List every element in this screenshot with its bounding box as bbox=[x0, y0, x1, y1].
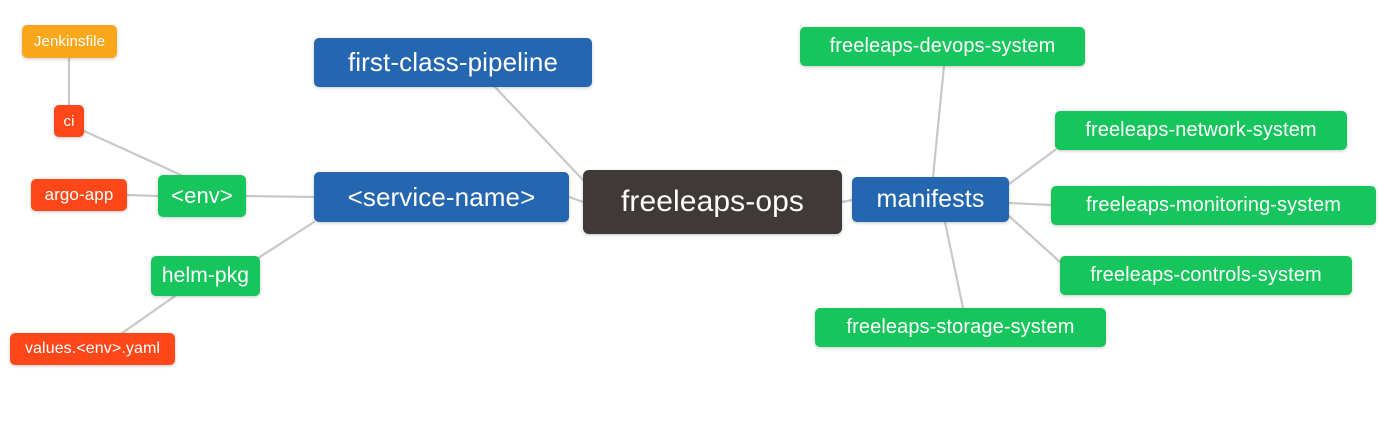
node-values-env-yaml[interactable]: values.<env>.yaml bbox=[10, 333, 175, 365]
edge-manifests-to-freeleaps-monitoring-system bbox=[1007, 201, 1053, 207]
node-env[interactable]: <env> bbox=[158, 175, 246, 217]
edge-manifests-to-freeleaps-network-system bbox=[1007, 148, 1057, 186]
node-label: freeleaps-controls-system bbox=[1090, 264, 1322, 286]
node-freeleaps-storage-system[interactable]: freeleaps-storage-system bbox=[815, 308, 1106, 347]
node-label: freeleaps-ops bbox=[620, 185, 805, 218]
node-freeleaps-monitoring-system[interactable]: freeleaps-monitoring-system bbox=[1051, 186, 1376, 225]
edge-freeleaps-ops-to-manifests bbox=[840, 198, 854, 204]
node-label: freeleaps-monitoring-system bbox=[1085, 194, 1341, 216]
node-manifests[interactable]: manifests bbox=[852, 177, 1009, 222]
node-helm-pkg[interactable]: helm-pkg bbox=[151, 256, 260, 296]
node-label: Jenkinsfile bbox=[33, 33, 106, 50]
node-label: freeleaps-network-system bbox=[1085, 119, 1317, 141]
node-label: <env> bbox=[171, 183, 233, 208]
node-freeleaps-devops-system[interactable]: freeleaps-devops-system bbox=[800, 27, 1085, 66]
node-argo-app[interactable]: argo-app bbox=[31, 179, 127, 211]
edge-env-to-argo-app bbox=[125, 193, 160, 198]
edge-service-name-to-helm-pkg bbox=[250, 220, 316, 264]
node-freeleaps-network-system[interactable]: freeleaps-network-system bbox=[1055, 111, 1347, 150]
node-label: <service-name> bbox=[347, 181, 536, 212]
node-first-class-pipeline[interactable]: first-class-pipeline bbox=[314, 38, 592, 87]
node-ci[interactable]: ci bbox=[54, 105, 84, 137]
node-label: freeleaps-storage-system bbox=[846, 316, 1075, 338]
edge-service-name-to-env bbox=[244, 194, 316, 199]
node-label: manifests bbox=[876, 185, 985, 213]
node-service-name[interactable]: <service-name> bbox=[314, 172, 569, 222]
node-label: freeleaps-devops-system bbox=[829, 35, 1056, 57]
edge-manifests-to-freeleaps-devops-system bbox=[931, 64, 946, 179]
node-jenkinsfile[interactable]: Jenkinsfile bbox=[22, 25, 117, 58]
edge-helm-pkg-to-values-env-yaml bbox=[116, 294, 177, 338]
node-label: helm-pkg bbox=[161, 264, 250, 287]
edge-freeleaps-ops-to-service-name bbox=[567, 195, 585, 204]
node-label: argo-app bbox=[44, 185, 114, 204]
edge-env-to-ci bbox=[82, 129, 183, 177]
node-freeleaps-ops[interactable]: freeleaps-ops bbox=[583, 170, 842, 234]
edge-manifests-to-freeleaps-storage-system bbox=[943, 220, 965, 310]
node-label: first-class-pipeline bbox=[347, 47, 559, 77]
edge-freeleaps-ops-to-first-class-pipeline bbox=[493, 85, 585, 182]
node-label: ci bbox=[63, 112, 75, 130]
node-freeleaps-controls-system[interactable]: freeleaps-controls-system bbox=[1060, 256, 1352, 295]
node-label: values.<env>.yaml bbox=[24, 340, 161, 357]
